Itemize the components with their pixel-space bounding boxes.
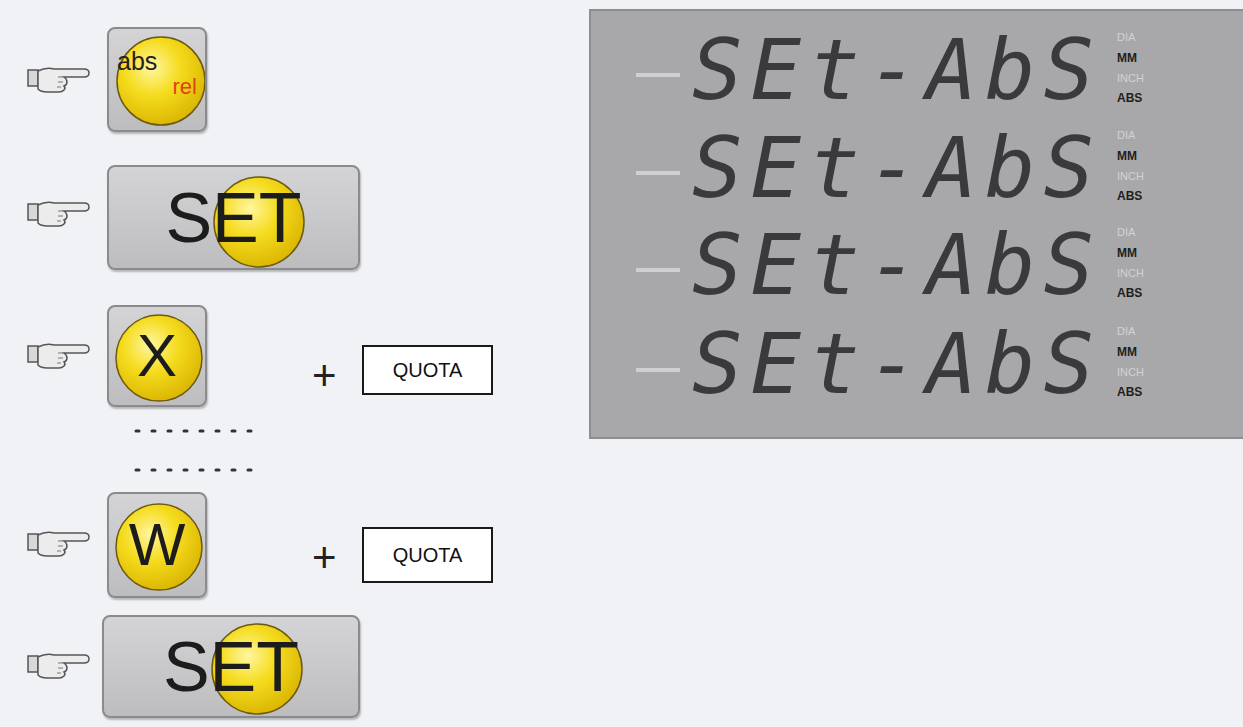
display-dash: [636, 73, 680, 77]
indicator-off: DIA: [1117, 32, 1135, 43]
key-label: X: [137, 326, 177, 386]
pointing-hand: [28, 344, 89, 368]
plus-sign: +: [312, 355, 337, 397]
quota-box: QUOTA: [362, 345, 493, 395]
pointing-hand: [28, 68, 89, 92]
display-dash: [636, 268, 680, 272]
plus-sign: +: [312, 537, 337, 579]
indicator-on: ABS: [1117, 386, 1142, 398]
set-key: SET: [107, 165, 360, 270]
key-label: QUOTA: [393, 360, 463, 380]
key-label: abs: [117, 49, 157, 74]
dotted-line: [136, 469, 262, 472]
key-label: SET: [163, 632, 299, 702]
indicator-off: INCH: [1117, 171, 1144, 182]
set-key: SET: [102, 615, 360, 718]
indicator-off: INCH: [1117, 268, 1144, 279]
display-readout: SEt-AbS: [692, 322, 1102, 406]
display-readout: SEt-AbS: [692, 126, 1102, 210]
display-readout: SEt-AbS: [692, 223, 1102, 307]
indicator-on: MM: [1117, 247, 1137, 259]
display-panel: [590, 10, 1243, 438]
key-label: QUOTA: [393, 545, 463, 565]
indicator-off: INCH: [1117, 73, 1144, 84]
axis-key: W: [107, 492, 207, 598]
indicator-on: MM: [1117, 52, 1137, 64]
indicator-off: DIA: [1117, 130, 1135, 141]
indicator-on: ABS: [1117, 92, 1142, 104]
display-readout: SEt-AbS: [692, 28, 1102, 112]
indicator-off: DIA: [1117, 326, 1135, 337]
key-label: W: [129, 515, 186, 575]
key-label: rel: [173, 76, 197, 98]
indicator-on: MM: [1117, 150, 1137, 162]
pointing-hand: [28, 532, 89, 556]
abs-rel-key: absrel: [107, 27, 207, 132]
dotted-line: [136, 430, 262, 433]
pointing-hand: [28, 202, 89, 226]
pointing-hand: [28, 654, 89, 678]
indicator-on: ABS: [1117, 287, 1142, 299]
indicator-off: DIA: [1117, 227, 1135, 238]
axis-key: X: [107, 305, 207, 407]
indicator-on: ABS: [1117, 190, 1142, 202]
indicator-on: MM: [1117, 346, 1137, 358]
quota-box: QUOTA: [362, 527, 493, 583]
display-dash: [636, 171, 680, 175]
display-dash: [636, 368, 680, 372]
indicator-off: INCH: [1117, 367, 1144, 378]
key-label: SET: [165, 183, 301, 253]
